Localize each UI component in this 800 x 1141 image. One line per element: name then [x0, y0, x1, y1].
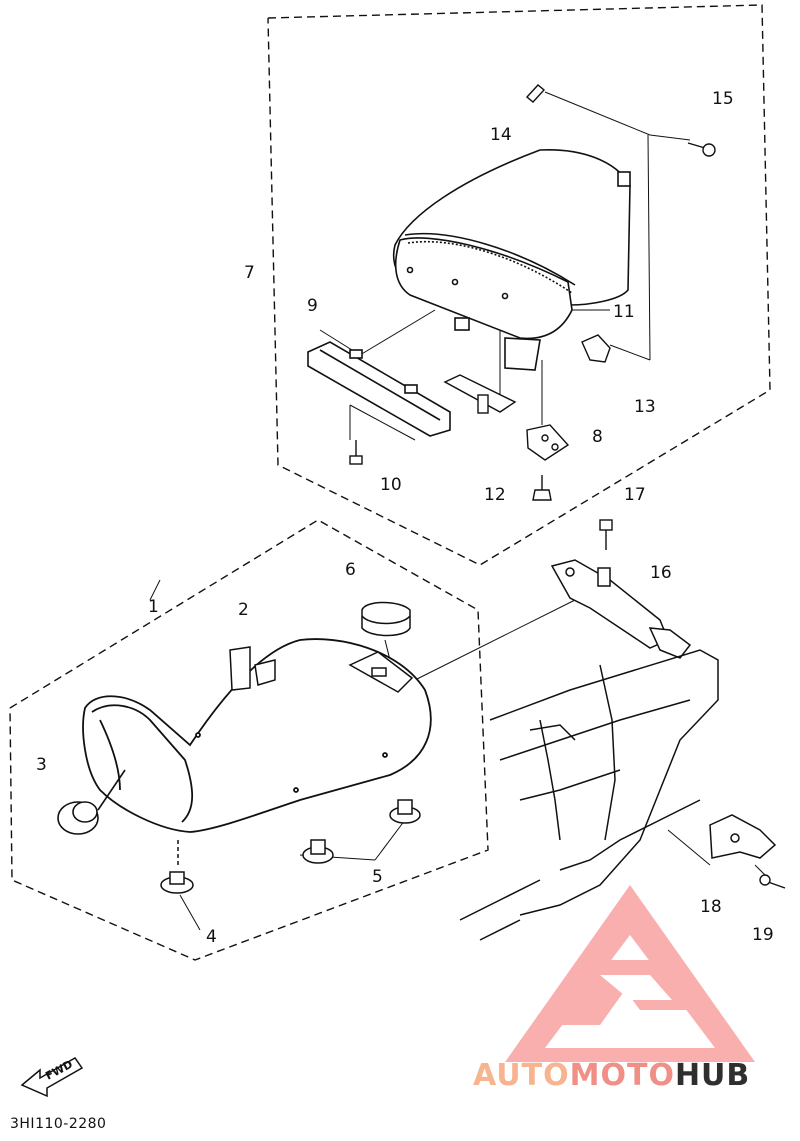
part-5-damper-right [389, 799, 421, 824]
part-3-cushion [57, 769, 126, 835]
label-10: 10 [380, 475, 402, 495]
label-16: 16 [650, 563, 672, 583]
label-13: 13 [634, 397, 656, 417]
watermark-auto: AUTO [473, 1058, 570, 1093]
label-1: 1 [148, 597, 159, 617]
center-bracket [443, 374, 517, 414]
seat [82, 638, 432, 833]
fwd-arrow: FWD [20, 1057, 84, 1098]
watermark-text: AUTOMOTOHUB [473, 1058, 750, 1093]
watermark-hub: HUB [674, 1058, 751, 1093]
watermark-logo [505, 885, 755, 1062]
part-13-clip [581, 334, 611, 363]
part-4-damper [160, 840, 194, 894]
part-8-bracket [526, 424, 570, 461]
part-9-rail [307, 341, 451, 437]
part-12-bolt [532, 475, 552, 501]
drawing-code: 3HI110-2280 [10, 1116, 107, 1132]
label-8: 8 [592, 427, 603, 447]
part-18-catch [709, 814, 777, 859]
label-3: 3 [36, 755, 47, 775]
watermark-moto: MOTO [569, 1058, 675, 1093]
frame [459, 649, 719, 941]
label-11: 11 [613, 302, 635, 322]
part-6-bracket [348, 651, 414, 693]
label-9: 9 [307, 296, 318, 316]
label-19: 19 [752, 925, 774, 945]
part-6-pad [361, 601, 411, 637]
group-box-seat [9, 519, 489, 961]
label-2: 2 [238, 600, 249, 620]
part-14-pin [525, 84, 546, 103]
label-17: 17 [624, 485, 646, 505]
label-12: 12 [484, 485, 506, 505]
label-7: 7 [244, 263, 255, 283]
part-17-bolt [599, 519, 613, 550]
part-5-damper-left [302, 839, 334, 864]
part-19-screw [759, 874, 786, 889]
part-labels: 1 2 3 4 5 6 7 8 9 10 11 12 13 14 15 16 1… [36, 89, 774, 947]
label-4: 4 [206, 927, 217, 947]
label-14: 14 [490, 125, 512, 145]
part-16-seat-lock [550, 559, 692, 659]
tail-cowl [393, 149, 631, 371]
label-18: 18 [700, 897, 722, 917]
label-15: 15 [712, 89, 734, 109]
part-10-bolt [349, 440, 363, 465]
part-15-screw [687, 142, 716, 157]
label-5: 5 [372, 867, 383, 887]
part-2-tab [229, 646, 276, 691]
label-6: 6 [345, 560, 356, 580]
